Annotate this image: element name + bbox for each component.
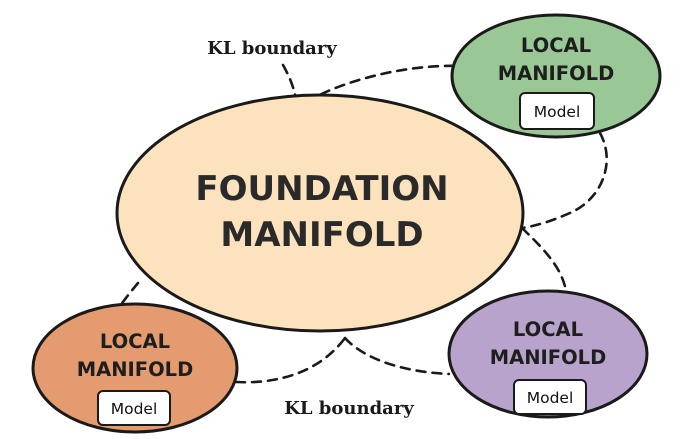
local-manifold-purple: LOCAL MANIFOLD Model	[447, 289, 649, 419]
local-green-model-label: Model	[534, 103, 581, 121]
local-green-ellipse	[450, 13, 662, 139]
foundation-title-line2: MANIFOLD	[220, 215, 423, 255]
local-manifold-orange: LOCAL MANIFOLD Model	[31, 302, 239, 434]
local-purple-model-label: Model	[527, 389, 574, 407]
local-green-title-line1: LOCAL	[521, 34, 591, 57]
local-purple-model-box	[513, 379, 587, 415]
foundation-manifold: FOUNDATION MANIFOLD	[115, 93, 525, 333]
foundation-ellipse	[115, 93, 525, 333]
foundation-title-line1: FOUNDATION	[195, 169, 448, 209]
kl-boundary-label-bottom: KL boundary	[284, 398, 414, 419]
local-orange-title-line1: LOCAL	[100, 330, 170, 353]
local-green-model-box	[519, 92, 595, 130]
local-green-title-line2: MANIFOLD	[498, 62, 615, 85]
local-purple-title-line2: MANIFOLD	[490, 346, 607, 369]
kl-boundary-green-right	[520, 131, 608, 230]
local-orange-ellipse	[31, 302, 239, 434]
local-orange-title-line2: MANIFOLD	[77, 358, 194, 381]
kl-boundary-right-purple	[520, 226, 569, 302]
kl-boundary-bottom-orange	[234, 336, 347, 384]
kl-boundary-bottom-purple	[343, 336, 451, 376]
local-orange-model-box	[97, 390, 171, 426]
local-purple-ellipse	[447, 289, 649, 419]
local-orange-model-label: Model	[111, 400, 158, 418]
kl-boundary-label-top: KL boundary	[207, 38, 337, 59]
kl-boundary-foundation-green	[305, 64, 462, 104]
local-manifold-green: LOCAL MANIFOLD Model	[450, 13, 662, 139]
local-purple-title-line1: LOCAL	[513, 318, 583, 341]
